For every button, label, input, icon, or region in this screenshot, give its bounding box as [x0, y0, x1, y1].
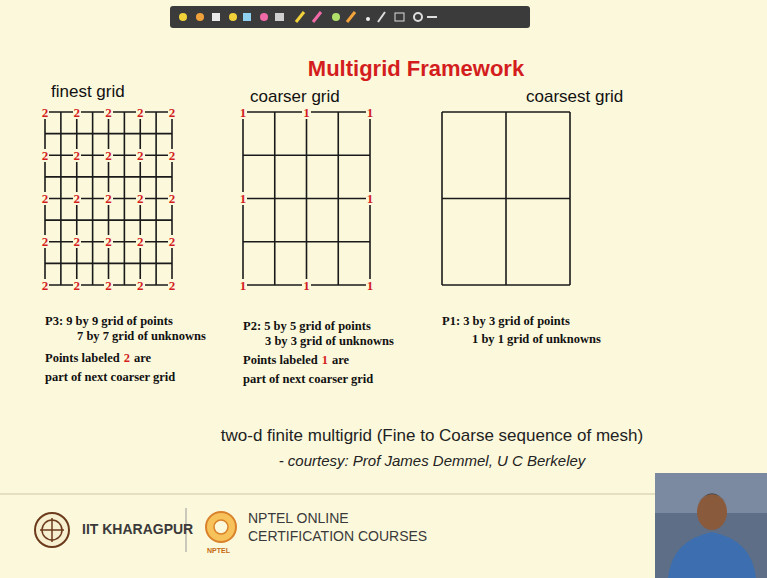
point-label: 2 [41, 192, 50, 205]
iit-logo [35, 513, 69, 547]
point-label: 2 [104, 279, 113, 292]
grid-description: P1: 3 by 3 grid of points [442, 314, 570, 329]
grid-heading: coarsest grid [526, 87, 623, 107]
point-label: 2 [73, 192, 82, 205]
point-label-ref: 2 [124, 351, 130, 366]
grid-description: part of next coarser grid [45, 370, 175, 385]
point-label-ref: 1 [322, 353, 328, 368]
point-label: 2 [168, 192, 177, 205]
footer-text: NPTEL ONLINE [248, 510, 349, 527]
point-label: 2 [104, 149, 113, 162]
point-label: 2 [168, 106, 177, 119]
point-label: 2 [41, 106, 50, 119]
footer-text: NPTEL [207, 546, 230, 555]
point-label: 2 [73, 149, 82, 162]
point-label: 2 [41, 235, 50, 248]
point-label: 2 [136, 279, 145, 292]
point-label: 2 [168, 279, 177, 292]
point-label: 1 [302, 279, 311, 292]
point-label: 2 [136, 235, 145, 248]
grid-mesh: coarser grid [243, 112, 370, 285]
point-label: 2 [136, 192, 145, 205]
point-label: 1 [302, 106, 311, 119]
point-label: 2 [73, 235, 82, 248]
grid-description: are [134, 351, 151, 366]
point-label: 2 [136, 106, 145, 119]
grid-lines [442, 112, 570, 285]
point-label: 2 [168, 235, 177, 248]
point-label: 2 [73, 279, 82, 292]
grid-description: 7 by 7 grid of unknowns [77, 329, 206, 344]
grid-mesh: coarsest grid [442, 112, 570, 285]
point-label: 1 [366, 192, 375, 205]
toolbar [170, 6, 530, 28]
presenter-video [655, 473, 767, 578]
footer-rule [0, 494, 767, 495]
slide-caption: two-d finite multigrid (Fine to Coarse s… [221, 426, 643, 446]
credit-note: - courtesy: Prof James Demmel, U C Berke… [279, 452, 586, 470]
grid-lines [243, 112, 370, 285]
grid-description: 1 by 1 grid of unknowns [472, 332, 601, 347]
grid-description: Points labeled [243, 353, 318, 368]
footer-text: CERTIFICATION COURSES [248, 528, 427, 545]
point-label: 2 [104, 235, 113, 248]
point-label: 2 [104, 106, 113, 119]
point-label: 2 [104, 192, 113, 205]
footer-text: IIT KHARAGPUR [82, 521, 193, 538]
grid-description: are [332, 353, 349, 368]
point-label: 1 [366, 106, 375, 119]
grid-description: Points labeled [45, 351, 120, 366]
point-label: 1 [239, 279, 248, 292]
point-label: 2 [41, 149, 50, 162]
grid-description: 3 by 3 grid of unknowns [265, 334, 394, 349]
slide-title: Multigrid Framework [308, 56, 524, 82]
grid-heading: finest grid [51, 82, 125, 102]
point-label: 1 [239, 106, 248, 119]
nptel-logo [206, 512, 236, 542]
grid-description: P3: 9 by 9 grid of points [45, 314, 173, 329]
grid-description: P2: 5 by 5 grid of points [243, 319, 371, 334]
point-label: 2 [41, 279, 50, 292]
point-label: 2 [136, 149, 145, 162]
point-label: 1 [366, 279, 375, 292]
point-label: 1 [239, 192, 248, 205]
grid-description: part of next coarser grid [243, 372, 373, 387]
point-label: 2 [73, 106, 82, 119]
grid-heading: coarser grid [250, 87, 340, 107]
point-label: 2 [168, 149, 177, 162]
